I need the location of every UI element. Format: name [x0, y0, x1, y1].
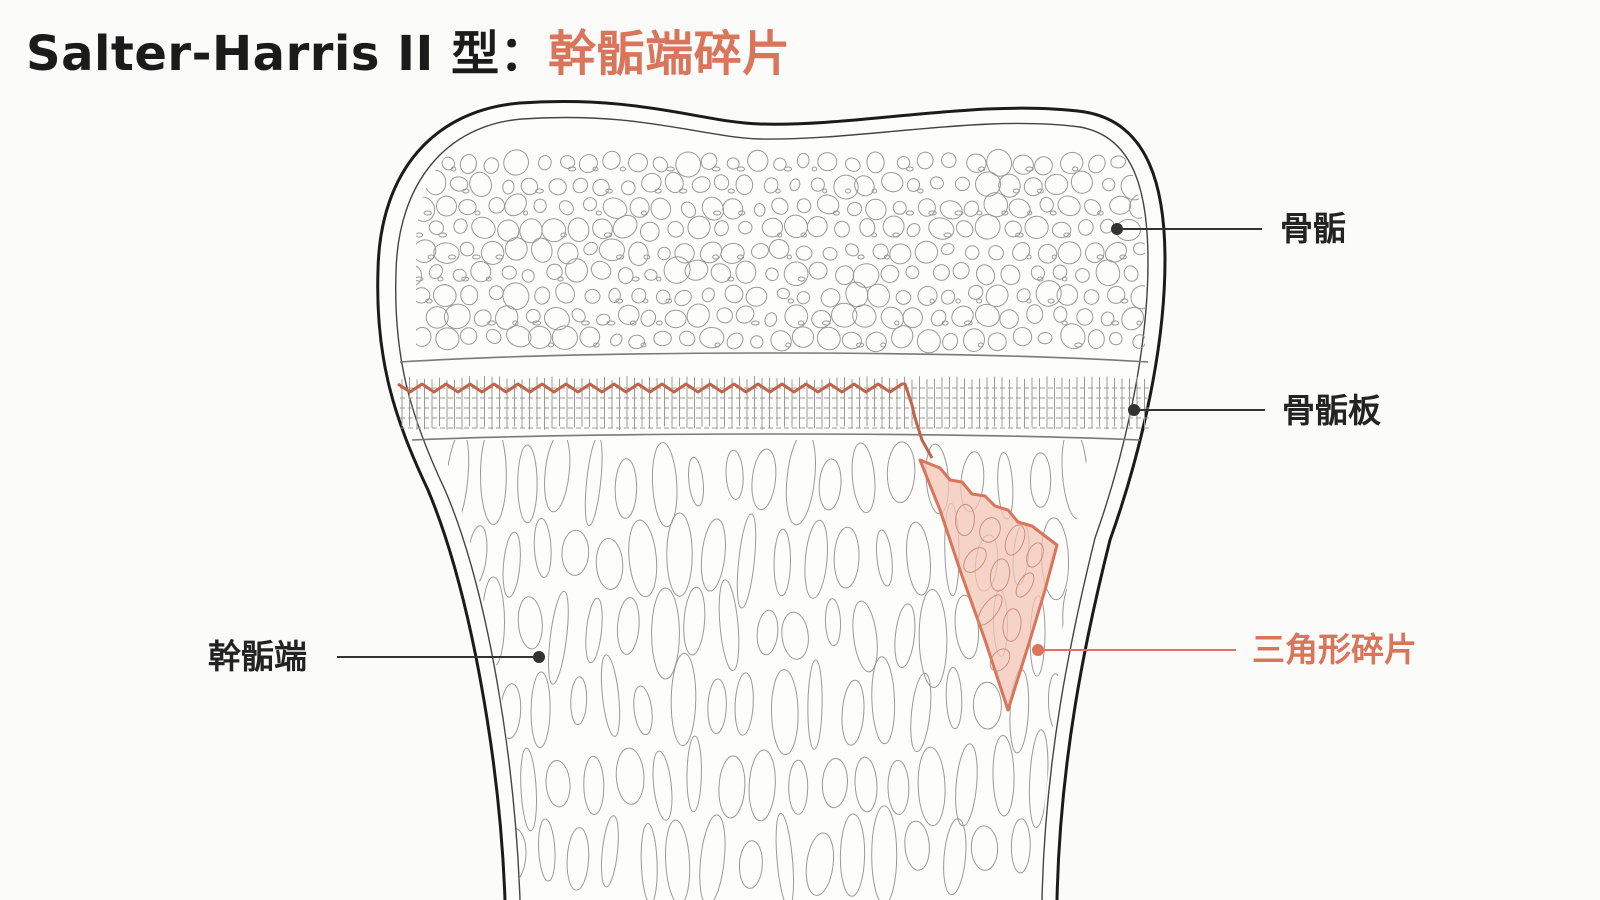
fracture-line: [397, 382, 934, 459]
title-highlight: 幹骺端碎片: [548, 26, 791, 82]
bone-outline-outer: [376, 100, 1167, 900]
growth-plate-columns: [400, 376, 1150, 430]
leader-metaphysis: [337, 651, 545, 663]
label-fragment: 三角形碎片: [1252, 630, 1417, 669]
leader-epiphysis: [1111, 223, 1262, 235]
leader-growth-plate: [1128, 404, 1265, 416]
epiphysis-lower-border: [399, 352, 1149, 363]
bone-outline-inner: [394, 116, 1149, 900]
fragment-texture: [955, 503, 1044, 672]
title-main: Salter-Harris II 型：: [26, 26, 549, 82]
label-metaphysis: 幹骺端: [208, 637, 307, 676]
label-growth-plate: 骨骺板: [1282, 391, 1381, 430]
triangular-fragment: [918, 458, 1059, 712]
label-epiphysis: 骨骺: [1280, 209, 1346, 248]
epiphysis-spongy-bone: [416, 148, 1145, 354]
diagram-title: Salter-Harris II 型：幹骺端碎片: [26, 14, 791, 84]
growth-plate-lower-border: [411, 433, 1141, 441]
leader-fragment: [1032, 644, 1236, 656]
